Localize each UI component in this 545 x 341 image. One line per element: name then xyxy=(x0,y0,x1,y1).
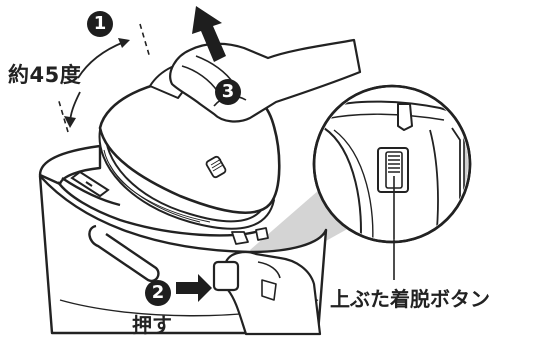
press-label: 押す xyxy=(132,313,172,337)
press-arrow xyxy=(176,274,212,302)
pressing-hand xyxy=(212,251,322,336)
side-handle xyxy=(88,224,160,283)
lid-release-button-label: 上ぶた着脱ボタン xyxy=(330,287,490,311)
step-2-badge: 2 xyxy=(145,280,171,306)
hinge xyxy=(70,170,110,198)
lift-arrow xyxy=(192,6,226,62)
step-1-badge: 1 xyxy=(87,11,113,37)
angle-indicator xyxy=(57,23,151,133)
angle-label: 約45度 xyxy=(8,63,82,87)
magnifier-inset xyxy=(312,84,472,244)
step-3-badge: 3 xyxy=(215,79,241,105)
